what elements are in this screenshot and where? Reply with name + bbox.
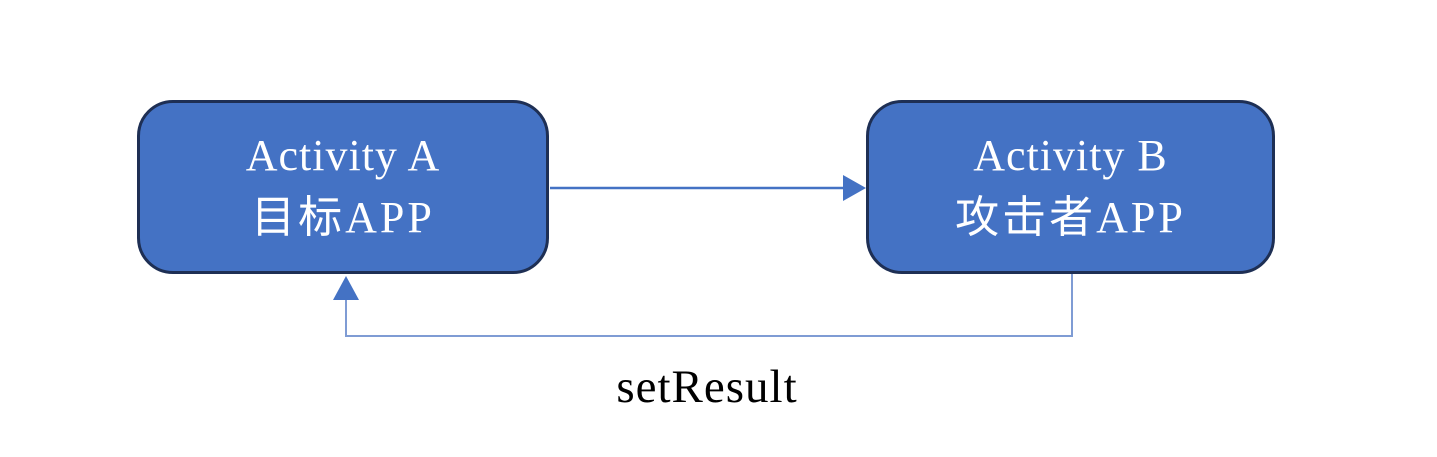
forward-arrowhead-icon — [843, 175, 866, 201]
node-activity-a-title: Activity A — [245, 131, 441, 180]
node-activity-a-subtitle: 目标APP — [251, 193, 435, 242]
node-activity-a: Activity A 目标APP — [137, 100, 549, 274]
return-edge-label: setResult — [616, 361, 798, 413]
return-arrow-line — [345, 274, 1073, 337]
node-activity-b: Activity B 攻击者APP — [866, 100, 1275, 274]
node-activity-b-title: Activity B — [973, 131, 1168, 180]
return-arrowhead-icon — [333, 276, 359, 300]
node-activity-b-subtitle: 攻击者APP — [955, 193, 1186, 242]
